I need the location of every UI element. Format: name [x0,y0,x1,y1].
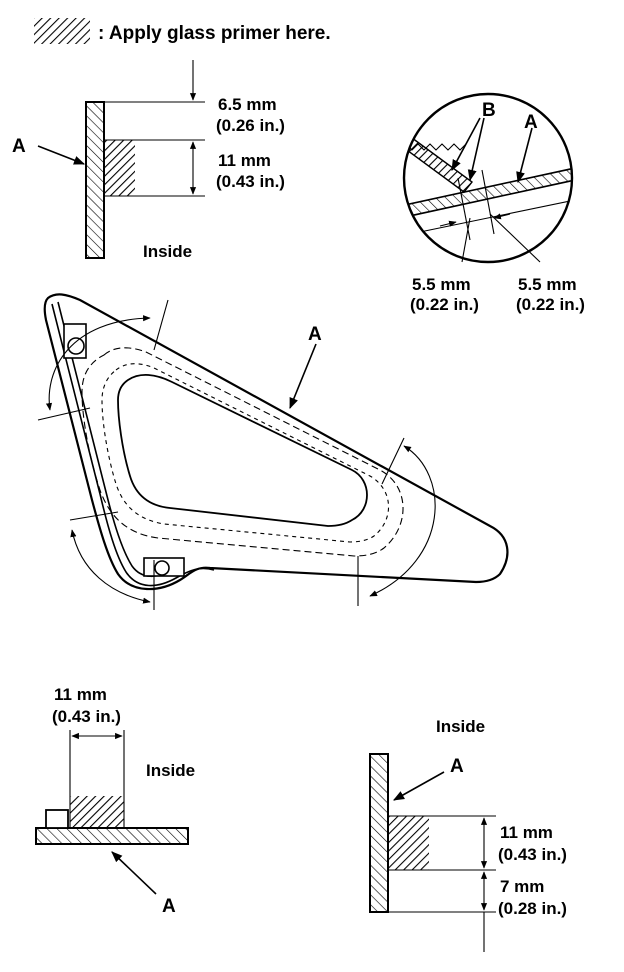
label-a-top-left: A [12,136,26,157]
quarter-glass: A [37,293,509,610]
dim-7-in: (0.28 in.) [498,899,567,918]
section-top-left: A 6.5 mm (0.26 in.) 11 mm (0.43 in.) Ins… [12,60,285,261]
dim-5-5-in-right: (0.22 in.) [516,295,585,314]
inside-label-bottom-right: Inside [436,717,485,736]
glass-panel-bottom [35,827,189,845]
label-a-bottom-left: A [162,896,176,917]
label-b: B [482,100,496,121]
label-a-bottom-right: A [450,756,464,777]
glass-panel-bottom-right [369,753,389,913]
section-bottom-right: Inside A 11 mm (0.43 in.) 7 mm (0.28 in.… [369,717,567,952]
dim-5-5-mm-right: 5.5 mm [518,275,577,294]
section-bottom-left: 11 mm (0.43 in.) Inside A [35,685,195,917]
dim-11-mm-bottom-left: 11 mm [54,685,107,704]
dim-6-5-in: (0.26 in.) [216,116,285,135]
dim-11-mm-top: 11 mm [218,151,271,170]
primer-area-bottom-right [389,816,429,870]
dim-6-5-mm: 6.5 mm [218,95,277,114]
label-a-main: A [308,324,322,345]
dim-11-mm-bottom-right: 11 mm [500,823,553,842]
dim-5-5-mm-left: 5.5 mm [412,275,471,294]
detail-circle: B A 5.5 mm (0.22 in.) 5.5 mm (0.22 in.) [402,92,585,314]
primer-area-bottom-left [70,796,124,828]
legend: : Apply glass primer here. [34,18,331,44]
inside-label-top-left: Inside [143,242,192,261]
dim-11-in-bottom-left: (0.43 in.) [52,707,121,726]
dim-11-in-top: (0.43 in.) [216,172,285,191]
inside-label-bottom-left: Inside [146,761,195,780]
hatch-swatch [34,18,90,44]
dim-5-5-in-left: (0.22 in.) [410,295,479,314]
dim-11-in-bottom-right: (0.43 in.) [498,845,567,864]
primer-area [105,140,135,196]
label-a-circle: A [524,112,538,133]
legend-text: : Apply glass primer here. [98,23,331,44]
dim-7-mm: 7 mm [500,877,544,896]
glass-panel [85,101,105,259]
